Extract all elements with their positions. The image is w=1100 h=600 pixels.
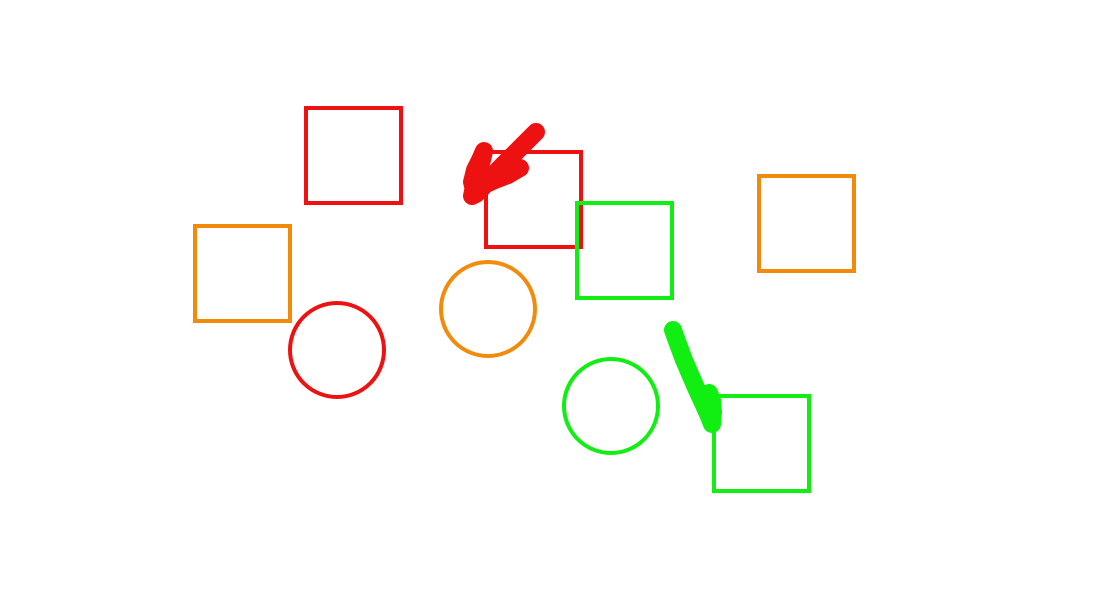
green-square-bottom[interactable]: [712, 394, 811, 493]
red-scribble-stroke[interactable]: [463, 123, 545, 205]
orange-square-left[interactable]: [193, 224, 292, 323]
green-scribble-stroke[interactable]: [664, 321, 722, 433]
green-circle[interactable]: [562, 357, 660, 455]
red-square-middle[interactable]: [484, 150, 583, 249]
red-square-top[interactable]: [304, 106, 403, 205]
orange-square-right[interactable]: [757, 174, 856, 273]
green-square-middle[interactable]: [575, 201, 674, 300]
orange-circle[interactable]: [439, 260, 537, 358]
red-circle[interactable]: [288, 301, 386, 399]
